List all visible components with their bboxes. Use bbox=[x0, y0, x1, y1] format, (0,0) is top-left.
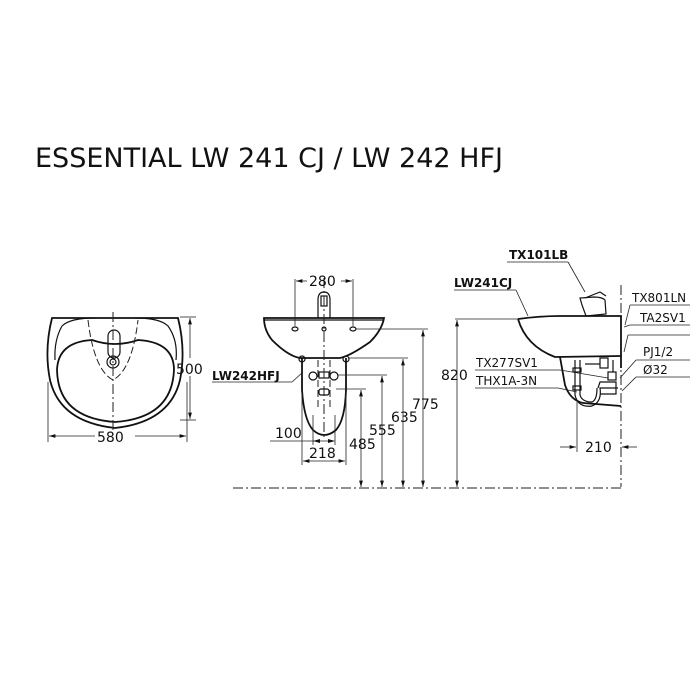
height-dim-555: 555 bbox=[369, 423, 396, 439]
supply-label-pj1-2: PJ1/2 bbox=[643, 345, 673, 359]
height-dim-820: 820 bbox=[441, 368, 468, 384]
wall-dim-210: 210 bbox=[585, 440, 612, 456]
drain-label-tx801ln: TX801LN bbox=[631, 291, 686, 305]
height-dim-775: 775 bbox=[412, 397, 439, 413]
outlet-label-32: Ø32 bbox=[643, 363, 668, 377]
top-view-basin bbox=[46, 312, 196, 442]
depth-dim-500: 500 bbox=[176, 362, 203, 378]
faucet-spacing-dim-280: 280 bbox=[309, 274, 336, 290]
front-view-basin bbox=[212, 278, 428, 487]
width-dim-580: 580 bbox=[97, 430, 124, 446]
height-dim-485: 485 bbox=[349, 437, 376, 453]
basin-label-lw241cj: LW241CJ bbox=[454, 276, 512, 290]
pedestal-inner-dim-100: 100 bbox=[275, 426, 302, 442]
side-view-basin bbox=[454, 261, 690, 487]
stop-valve-label-tx277sv1: TX277SV1 bbox=[475, 356, 538, 370]
pedestal-label-lw242hfj: LW242HFJ bbox=[212, 369, 280, 383]
angle-valve-label-ta2sv1: TA2SV1 bbox=[639, 311, 686, 325]
faucet-label-tx101lb: TX101LB bbox=[509, 248, 568, 262]
pedestal-width-dim-218: 218 bbox=[309, 446, 336, 462]
drawing-title: ESSENTIAL LW 241 CJ / LW 242 HFJ bbox=[35, 143, 503, 174]
height-dim-635: 635 bbox=[391, 410, 418, 426]
trap-label-thx1a-3n: THX1A-3N bbox=[475, 374, 537, 388]
